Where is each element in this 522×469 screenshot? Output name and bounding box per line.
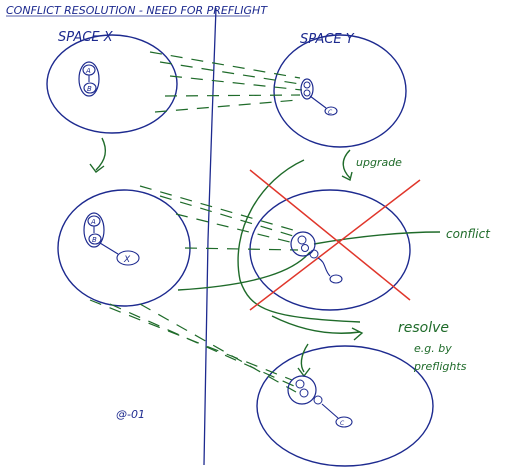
conflict-cross: [249, 169, 421, 311]
edge-b-x-x2: [99, 242, 119, 255]
edge-b-c-y1: [309, 95, 327, 109]
node-b-y3: [299, 388, 309, 398]
node-b-x2: [88, 233, 102, 245]
arrow-x1-to-x2-head: [89, 163, 105, 173]
node-b-y1: [303, 89, 311, 97]
conflict-pointer: [313, 231, 441, 245]
graph-y1: C: [300, 78, 338, 116]
resolve-to-y3-arrow: [300, 343, 309, 373]
node-c-label-y3: C: [340, 420, 345, 427]
space-divider: [203, 7, 217, 466]
space-y-repo-1: [273, 34, 407, 148]
resolve-arrow-head: [351, 327, 364, 341]
space-y-repo-2: [249, 189, 411, 311]
node-group-x1: [78, 61, 100, 97]
node-b-label-x2: B: [92, 236, 97, 244]
node-a-y1: [303, 81, 311, 89]
resolve-example-line-2: preflights: [413, 360, 467, 373]
node-a-y2: [297, 235, 307, 245]
node-group-y2: [290, 231, 316, 257]
merge-flow-curve: [177, 159, 361, 323]
node-group-x2: [83, 212, 105, 248]
node-x-label: X: [123, 255, 131, 265]
node-b-y2: [301, 244, 309, 252]
node-b-x1: [83, 82, 97, 94]
signature: @-01: [116, 408, 145, 421]
diagram-title: CONFLICT RESOLUTION - NEED FOR PREFLIGHT: [6, 4, 268, 17]
space-x-label: SPACE X: [58, 30, 114, 45]
graph-y2: [290, 231, 343, 284]
node-c-label-y1: C: [328, 109, 333, 116]
upgrade-annotation: upgrade: [356, 156, 402, 169]
copy-lines-bottom: [89, 299, 297, 393]
node-a-label-x2: A: [90, 218, 96, 226]
graph-x1: A B: [78, 61, 100, 97]
node-a-label: A: [85, 67, 91, 75]
node-b-label: B: [87, 85, 92, 93]
node-extra-y2: [309, 249, 319, 259]
conflict-annotation: conflict: [446, 227, 491, 241]
edge-to-c-y2: [317, 257, 331, 277]
copy-lines-middle: [139, 185, 301, 251]
arrow-x1-to-x2: [95, 137, 107, 171]
node-c-y2: [329, 274, 343, 284]
node-group-y1: [300, 78, 314, 100]
node-c-y3: [335, 416, 353, 428]
space-y-repo-3: [256, 345, 434, 467]
resolve-curve: [271, 315, 361, 334]
node-group-y3: [287, 375, 317, 405]
copy-lines-top: [149, 51, 303, 113]
resolve-example-line-1: e.g. by: [414, 342, 452, 355]
node-x-y3: [313, 395, 323, 405]
resolve-annotation: resolve: [398, 320, 449, 336]
space-x-repo-1: [46, 34, 178, 134]
edge-to-c-y3: [321, 403, 339, 419]
node-x-x2: [116, 250, 140, 266]
space-y-label: SPACE Y: [300, 32, 355, 47]
node-a-y3: [295, 379, 305, 389]
arrow-y1-to-y2: [342, 149, 351, 179]
node-c-y1: [324, 106, 338, 116]
graph-x2: A B X: [83, 212, 140, 266]
graph-y3: C: [287, 375, 353, 428]
arrow-y1-to-y2-head: [341, 171, 353, 182]
space-x-repo-2: [57, 189, 191, 307]
